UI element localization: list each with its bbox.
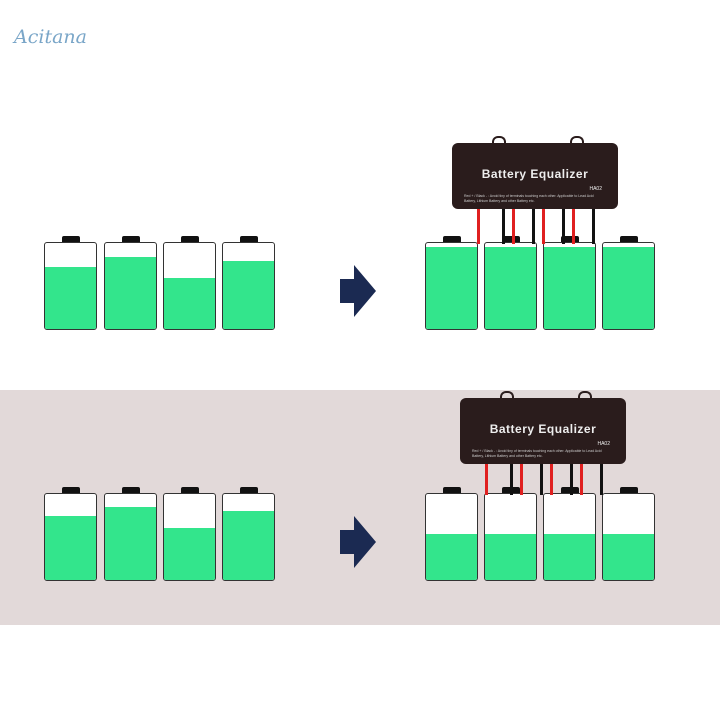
unbalanced-battery-terminal xyxy=(62,487,80,493)
equalizer-title: Battery Equalizer xyxy=(481,167,589,181)
unbalanced-battery xyxy=(44,242,97,330)
black-wire xyxy=(510,458,513,495)
brand-logo: Acitana xyxy=(14,26,87,48)
unbalanced-battery-terminal xyxy=(181,487,199,493)
red-wire xyxy=(520,458,523,495)
battery-charge-level xyxy=(45,267,96,329)
unbalanced-battery-terminal xyxy=(240,236,258,242)
equalizer-model: HA02 xyxy=(597,441,610,447)
red-wire xyxy=(485,458,488,495)
battery-charge-level xyxy=(426,534,477,580)
unbalanced-battery xyxy=(104,242,157,330)
equalizer-warning: Red + / Black - : Avoid tiny of terminal… xyxy=(464,194,594,203)
battery-charge-level xyxy=(164,278,215,329)
battery-charge-level xyxy=(164,528,215,580)
black-wire xyxy=(570,458,573,495)
red-wire xyxy=(477,203,480,244)
unbalanced-battery xyxy=(222,242,275,330)
battery-charge-level xyxy=(544,247,595,329)
unbalanced-battery-terminal xyxy=(240,487,258,493)
red-wire xyxy=(542,203,545,244)
balanced-battery-terminal xyxy=(502,236,520,242)
balanced-battery xyxy=(484,493,537,581)
equalizer-warning: Red + / Black - : Avoid tiny of terminal… xyxy=(472,449,602,458)
balanced-battery-terminal xyxy=(443,487,461,493)
battery-charge-level xyxy=(223,511,274,580)
battery-charge-level xyxy=(485,247,536,329)
mounting-hole xyxy=(492,136,506,147)
battery-charge-level xyxy=(105,256,156,329)
unbalanced-battery xyxy=(163,493,216,581)
mounting-hole xyxy=(570,136,584,147)
equalizer-model: HA02 xyxy=(589,186,602,192)
black-wire xyxy=(562,203,565,244)
unbalanced-battery xyxy=(44,493,97,581)
balanced-battery-terminal xyxy=(443,236,461,242)
battery-charge-level xyxy=(45,516,96,580)
arrow-right-icon xyxy=(340,516,376,568)
balanced-battery xyxy=(602,493,655,581)
balanced-battery-terminal xyxy=(620,487,638,493)
battery-charge-level xyxy=(485,533,536,580)
battery-charge-level xyxy=(603,247,654,329)
battery-charge-level xyxy=(426,247,477,329)
black-wire xyxy=(540,458,543,495)
red-wire xyxy=(512,203,515,244)
balanced-battery-terminal xyxy=(620,236,638,242)
battery-charge-level xyxy=(603,533,654,580)
balanced-battery xyxy=(425,493,478,581)
balanced-battery-terminal xyxy=(561,236,579,242)
black-wire xyxy=(502,203,505,244)
battery-charge-level xyxy=(105,506,156,580)
mounting-hole xyxy=(578,391,592,402)
unbalanced-battery-terminal xyxy=(62,236,80,242)
unbalanced-battery-terminal xyxy=(181,236,199,242)
unbalanced-battery xyxy=(163,242,216,330)
black-wire xyxy=(532,203,535,244)
red-wire xyxy=(572,203,575,244)
red-wire xyxy=(580,458,583,495)
equalizer-title: Battery Equalizer xyxy=(489,422,597,436)
black-wire xyxy=(600,458,603,495)
unbalanced-battery xyxy=(222,493,275,581)
unbalanced-battery-terminal xyxy=(122,487,140,493)
battery-charge-level xyxy=(544,533,595,580)
black-wire xyxy=(592,203,595,244)
balanced-battery xyxy=(543,242,596,330)
mounting-hole xyxy=(500,391,514,402)
red-wire xyxy=(550,458,553,495)
balanced-battery xyxy=(543,493,596,581)
unbalanced-battery-terminal xyxy=(122,236,140,242)
balanced-battery xyxy=(602,242,655,330)
balanced-battery xyxy=(425,242,478,330)
balanced-battery xyxy=(484,242,537,330)
arrow-right-icon xyxy=(340,265,376,317)
unbalanced-battery xyxy=(104,493,157,581)
battery-charge-level xyxy=(223,261,274,329)
